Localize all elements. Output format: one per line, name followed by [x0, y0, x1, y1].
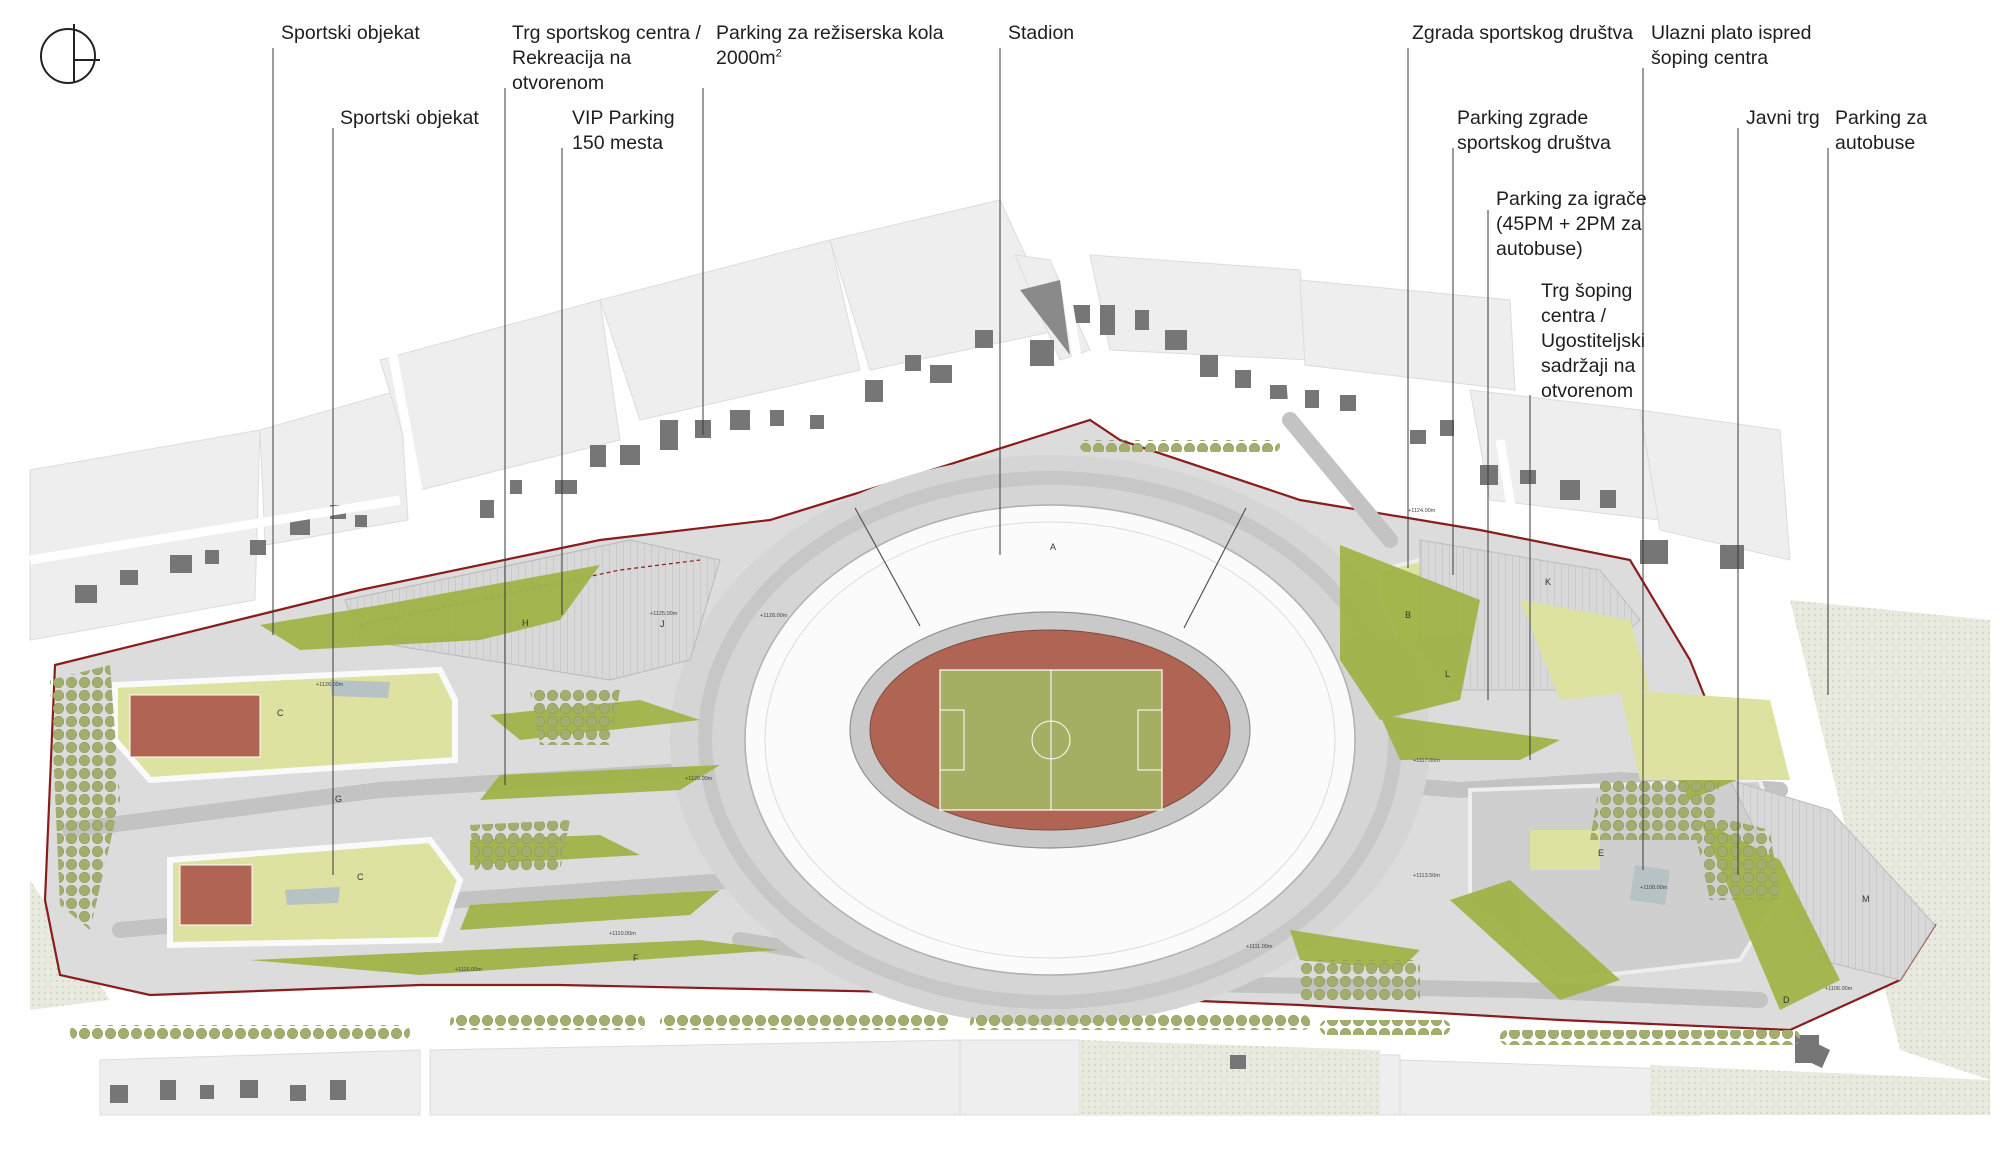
label-line: VIP Parking: [572, 107, 675, 129]
label-line: Trg sportskog centra /: [512, 22, 701, 44]
zone-letter-e: E: [1598, 848, 1604, 858]
label-line: sportskog društva: [1457, 132, 1611, 154]
north-arrow-icon: [40, 24, 100, 84]
elevation-marker: +1111.00m: [1246, 944, 1273, 950]
label-parking-zgrade: Parking zgrade sportskog društva: [1457, 106, 1611, 156]
label-line: Parking zgrade: [1457, 107, 1589, 129]
zone-letter-l: L: [1445, 669, 1450, 679]
label-line: Parking za režiserska kola: [716, 22, 944, 44]
city-blocks-north: [29, 199, 1791, 641]
shopping-plaza: [1520, 600, 1650, 700]
green-flank: [1530, 690, 1790, 870]
label-line: Trg šoping: [1541, 280, 1633, 302]
zone-letters: A B C C D E F G H J K L M: [277, 542, 1870, 1005]
zone-letter-m: M: [1862, 894, 1870, 904]
label-sportski-objekat-1: Sportski objekat: [281, 22, 420, 44]
elevation-marker: +1126.00m: [316, 682, 344, 688]
label-zgrada-sportskog-drustva: Zgrada sportskog društva: [1412, 22, 1634, 44]
elevation-marker: +1106.00m: [1825, 986, 1853, 992]
elevation-marker: +1128.00m: [760, 613, 788, 619]
elevation-markers: +1124.00m +1126.00m +1125.00m +1128.00m …: [316, 508, 1853, 992]
elevation-marker: +1108.00m: [1640, 885, 1668, 891]
bus-station-building: [1805, 1040, 1830, 1068]
leader-lines: [272, 48, 1829, 875]
label-line: Parking za igrače: [1496, 188, 1647, 210]
zone-letter-k: K: [1545, 577, 1551, 587]
label-trg-sportskog-centra: Trg sportskog centra / Rekreacija na otv…: [512, 21, 701, 96]
label-line-area: 2000m2: [716, 46, 944, 71]
label-vip-parking: VIP Parking 150 mesta: [572, 106, 675, 156]
zone-letter-g: G: [335, 794, 342, 804]
label-line: Parking za: [1835, 107, 1928, 129]
pool-bottom: [285, 887, 340, 905]
label-javni-trg: Javni trg: [1746, 107, 1820, 129]
elevation-marker: +1125.00m: [650, 611, 678, 617]
zone-letter-d: D: [1783, 995, 1790, 1005]
triangle-building: [1020, 280, 1070, 355]
city-blocks-south: [99, 1039, 1701, 1116]
label-line: Ugostiteljski: [1541, 330, 1646, 352]
area-value: 2000m: [716, 47, 776, 69]
label-line: autobuse): [1496, 238, 1583, 260]
zone-letter-c1: C: [277, 708, 284, 718]
label-line: šoping centra: [1651, 47, 1769, 69]
label-line: otvorenom: [1541, 380, 1634, 402]
label-parking-igrace: Parking za igrače (45PM + 2PM za autobus…: [1496, 187, 1647, 262]
label-line: 150 mesta: [572, 132, 664, 154]
zone-letter-h: H: [522, 618, 529, 628]
zone-letter-c2: C: [357, 872, 364, 882]
elevation-marker: +1120.00m: [685, 776, 713, 782]
label-ulazni-plato: Ulazni plato ispred šoping centra: [1651, 21, 1811, 71]
green-zones: [30, 600, 1990, 1115]
label-line: Ulazni plato ispred: [1651, 22, 1812, 44]
label-line: autobuse: [1835, 132, 1916, 154]
area-unit-superscript: 2: [775, 47, 782, 60]
label-line: centra /: [1541, 305, 1607, 327]
stadium-roof-edge: [764, 521, 1336, 959]
zone-letter-j: J: [660, 619, 665, 629]
zone-letter-a: A: [1050, 542, 1056, 552]
label-sportski-objekat-2: Sportski objekat: [340, 107, 479, 129]
zone-letter-b: B: [1405, 610, 1411, 620]
label-line: Rekreacija na: [512, 47, 632, 69]
elevation-marker: +1124.00m: [1408, 508, 1436, 514]
label-parking-autobuse: Parking za autobuse: [1835, 106, 1927, 156]
sports-court-bottom: [179, 864, 253, 926]
pool-top: [330, 680, 390, 698]
neighbourhood-buildings: [75, 305, 1819, 1103]
pitch-markings: [939, 670, 1163, 810]
elevation-marker: +1116.00m: [455, 967, 482, 973]
elevation-marker: +1110.00m: [609, 931, 636, 937]
label-line: (45PM + 2PM za: [1496, 213, 1642, 235]
label-line: otvorenom: [512, 72, 605, 94]
label-stadion: Stadion: [1008, 22, 1075, 44]
zone-letter-f: F: [633, 953, 639, 963]
sports-court-top: [129, 694, 261, 758]
label-parking-rezijska-kola: Parking za režiserska kola 2000m2: [716, 21, 944, 71]
elevation-marker: +1113.50m: [1413, 873, 1440, 879]
water-feature: [1630, 865, 1670, 905]
tree-masses: [50, 665, 1780, 1000]
label-trg-soping-centra: Trg šoping centra / Ugostiteljski sadrža…: [1541, 279, 1645, 404]
elevation-marker: +1117.00m: [1413, 758, 1440, 764]
label-line: sadržaji na: [1541, 355, 1636, 377]
roof-truss-lines: [854, 507, 1247, 629]
street-tree-rows: [70, 440, 1800, 1045]
